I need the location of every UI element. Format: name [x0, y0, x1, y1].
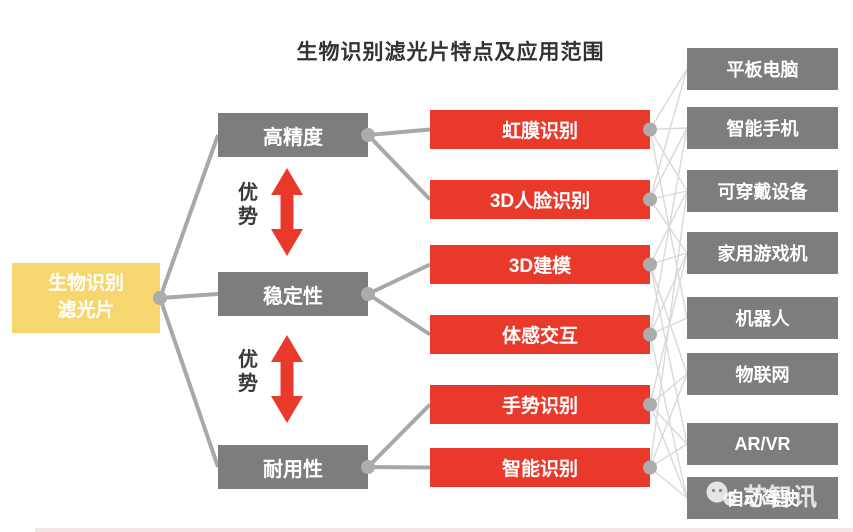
- device-node-ar-vr: AR/VR: [687, 423, 838, 465]
- chat-bubble-smiley-icon: [704, 481, 738, 509]
- application-node-gesture-recognition: 手势识别: [430, 385, 650, 424]
- advantage-double-arrow-icon: [271, 335, 303, 423]
- feature-node-durability: 耐用性: [218, 445, 368, 489]
- page-title: 生物识别滤光片特点及应用范围: [296, 41, 605, 64]
- feature-node-high-precision: 高精度: [218, 113, 368, 157]
- watermark-text: 芯智讯: [743, 484, 818, 511]
- device-node-robot: 机器人: [687, 297, 838, 339]
- device-node-tablet: 平板电脑: [687, 48, 838, 90]
- device-node-iot: 物联网: [687, 353, 838, 395]
- application-node-3d-face-recognition: 3D人脸识别: [430, 180, 650, 219]
- device-node-smartphone: 智能手机: [687, 107, 838, 149]
- device-node-game-console: 家用游戏机: [687, 232, 838, 274]
- application-node-motion-sensing: 体感交互: [430, 315, 650, 354]
- watermark: 芯智讯: [704, 477, 818, 512]
- device-node-wearable: 可穿戴设备: [687, 170, 838, 212]
- advantage-label: 优 势: [238, 182, 258, 228]
- application-node-smart-recognition: 智能识别: [430, 448, 650, 487]
- advantage-double-arrow-icon: [271, 168, 303, 256]
- root-node-biometric-filter: 生物识别 滤光片: [12, 263, 160, 333]
- application-node-iris-recognition: 虹膜识别: [430, 110, 650, 149]
- feature-node-stability: 稳定性: [218, 272, 368, 316]
- bottom-accent-bar: [35, 528, 853, 532]
- application-node-3d-modeling: 3D建模: [430, 245, 650, 284]
- advantage-label: 优 势: [238, 349, 258, 395]
